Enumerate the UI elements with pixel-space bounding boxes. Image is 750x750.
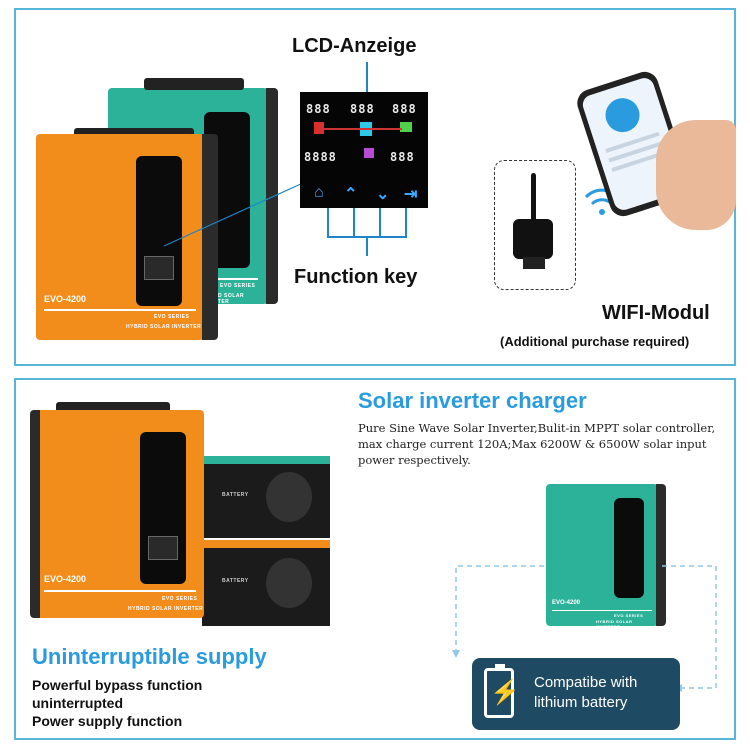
battery-label-1: Compatibe with — [534, 674, 638, 691]
solar-title: Solar inverter charger — [358, 388, 587, 413]
teal-subtitle-label-small: HYBRID SOLAR INVERTER — [596, 619, 633, 629]
lcd-seg-4: 8888 — [304, 150, 337, 164]
lcd-seg-5: 888 — [390, 150, 415, 164]
orange-model-label: EVO-4200 — [44, 294, 87, 304]
inverter-back-view-1: BATTERY — [202, 456, 330, 538]
home-key-icon[interactable]: ⌂ — [314, 184, 324, 201]
wifi-note: (Additional purchase required) — [500, 334, 690, 349]
enter-key-icon[interactable]: ⇥ — [404, 186, 418, 203]
battery-icon: ⚡ — [484, 664, 520, 718]
down-key-icon[interactable]: ⌄ — [376, 186, 390, 203]
orange-inverter-image-large: EVO-4200 EVO SERIES HYBRID SOLAR INVERTE… — [30, 410, 204, 618]
function-key-label: Function key — [294, 266, 418, 288]
up-key-icon[interactable]: ⌃ — [344, 186, 358, 203]
lcd-seg-2: 888 — [350, 102, 375, 116]
ups-line-1: Powerful bypass function — [32, 677, 203, 693]
teal-model-label: EVO-4200 — [552, 600, 581, 606]
teal-series-label-small: EVO SERIES — [614, 613, 644, 618]
bottom-panel: BATTERY BATTERY EVO-4200 EVO SERIES HYBR… — [14, 378, 736, 740]
orange-series-label-large: EVO SERIES — [162, 596, 198, 602]
orange-inverter-image: EVO-4200 EVO SERIES HYBRID SOLAR INVERTE… — [36, 134, 218, 340]
inverter-back-view-2: BATTERY — [202, 540, 330, 626]
ups-title: Uninterruptible supply — [32, 644, 267, 669]
ups-line-2: uninterrupted — [32, 695, 123, 711]
lcd-seg-3: 888 — [392, 102, 417, 116]
callout-line — [163, 177, 315, 247]
ups-line-3: Power supply function — [32, 713, 183, 729]
solar-description: Pure Sine Wave Solar Inverter,Bulit-in M… — [358, 421, 716, 467]
battery-label-2: lithium battery — [534, 694, 628, 711]
teal-inverter-image-small: EVO-4200 EVO SERIES HYBRID SOLAR INVERTE… — [546, 484, 666, 629]
wifi-title: WIFI-Modul — [602, 302, 710, 324]
orange-subtitle-label: HYBRID SOLAR INVERTER — [126, 324, 202, 330]
top-panel: EVO SERIES HYBRID SOLAR INVERTER EVO-420… — [14, 8, 736, 366]
back-battery-label-2: BATTERY — [222, 578, 249, 584]
lcd-title: LCD-Anzeige — [292, 35, 417, 57]
back-battery-label-1: BATTERY — [222, 492, 249, 498]
lcd-seg-1: 888 — [306, 102, 331, 116]
lithium-battery-box: ⚡ Compatibe with lithium battery — [472, 658, 680, 730]
teal-series-label: EVO SERIES — [220, 283, 256, 289]
wifi-module-frame — [494, 160, 576, 290]
orange-model-label-large: EVO-4200 — [44, 574, 87, 584]
orange-series-label: EVO SERIES — [154, 314, 190, 320]
lcd-display: 888 888 888 8888 888 ⌂ ⌃ ⌄ ⇥ — [300, 92, 428, 208]
orange-subtitle-label-large: HYBRID SOLAR INVERTER — [128, 606, 204, 612]
lcd-title-pointer — [366, 62, 368, 118]
